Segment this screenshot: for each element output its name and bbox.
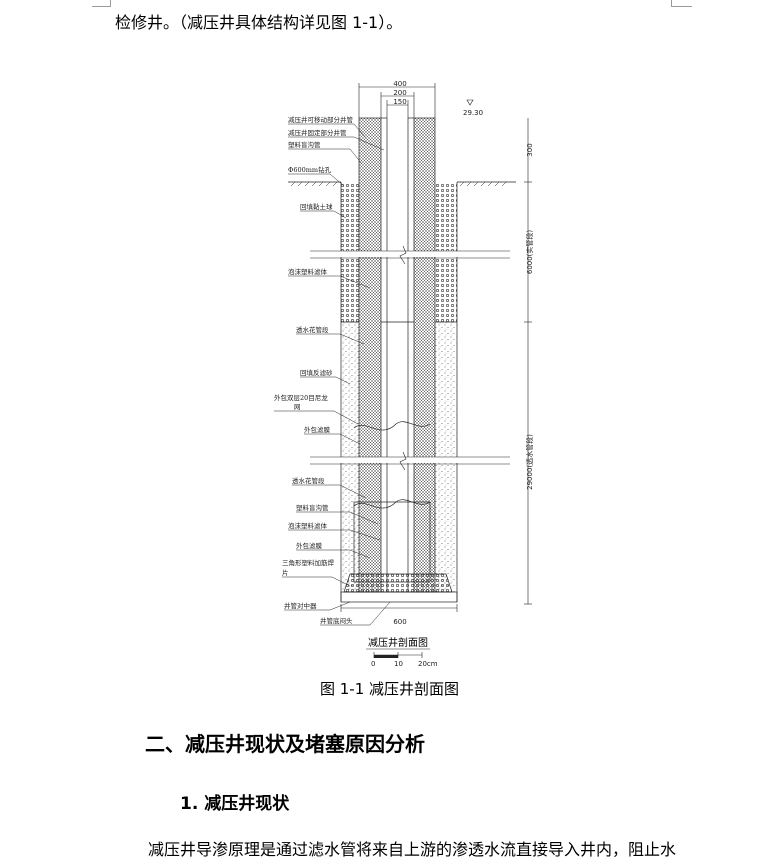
subsection-heading: 1. 减压井现状 <box>180 794 290 814</box>
label-14: 外包滤膜 <box>296 541 323 550</box>
label-5: 泡沫塑料滤体 <box>288 267 328 276</box>
label-15: 三角形塑料加筋焊 <box>282 558 335 567</box>
label-18: 井管底闷头 <box>320 616 353 625</box>
scale-0: 0 <box>371 660 375 668</box>
scale-20cm: 20cm <box>418 660 438 668</box>
paragraph-top: 检修井。（减压井具体结构详见图 1-1）。 <box>115 13 403 32</box>
label-16: 片 <box>282 568 289 577</box>
dim-6000: 6000(实管段) <box>525 230 534 275</box>
section-heading: 二、减压井现状及堵塞原因分析 <box>145 732 425 756</box>
label-0: 减压井可移动部分井管 <box>288 115 354 124</box>
relief-well-drawing: 400 200 150 29.30 <box>274 80 534 668</box>
label-7: 回填反滤砂 <box>300 368 333 377</box>
dim-400: 400 <box>393 80 406 88</box>
label-3: Φ600mm钻孔 <box>288 165 332 174</box>
dim-200: 200 <box>393 89 406 97</box>
label-1: 减压井固定部分井管 <box>288 128 347 137</box>
figure-caption: 图 1-1 减压井剖面图 <box>319 680 460 698</box>
scale-10: 10 <box>394 660 403 668</box>
drawing-title: 减压井剖面图 <box>368 636 428 649</box>
figure-labels: 减压井可移动部分井管 减压井固定部分井管 塑料盲沟管 Φ600mm钻孔 回填黏土… <box>274 115 354 625</box>
label-9: 网 <box>294 403 301 411</box>
label-11: 透水花管段 <box>292 476 325 485</box>
dim-150: 150 <box>393 98 406 106</box>
label-10: 外包滤膜 <box>304 425 331 434</box>
dim-300: 300 <box>526 143 534 156</box>
label-2: 塑料盲沟管 <box>288 140 321 149</box>
dim-29000: 29000(透水管段) <box>525 434 534 490</box>
page-corner-mark-right <box>671 0 692 7</box>
elevation-marker-icon <box>466 99 474 106</box>
figure-relief-well-section: 400 200 150 29.30 <box>270 78 560 668</box>
page-corner-mark-left <box>92 0 111 7</box>
label-13: 泡沫塑料滤体 <box>288 521 328 530</box>
paragraph-bottom: 减压井导渗原理是通过滤水管将来自上游的渗透水流直接导入井内，阻止水 <box>148 840 677 859</box>
label-6: 透水花管段 <box>296 325 329 334</box>
dim-600: 600 <box>393 618 406 626</box>
label-4: 回填黏土球 <box>300 202 333 211</box>
label-17: 井管对中器 <box>284 601 317 610</box>
elevation-label: 29.30 <box>463 109 483 117</box>
label-12: 塑料盲沟管 <box>296 503 329 512</box>
label-8: 外包双层20目尼龙 <box>274 393 328 402</box>
